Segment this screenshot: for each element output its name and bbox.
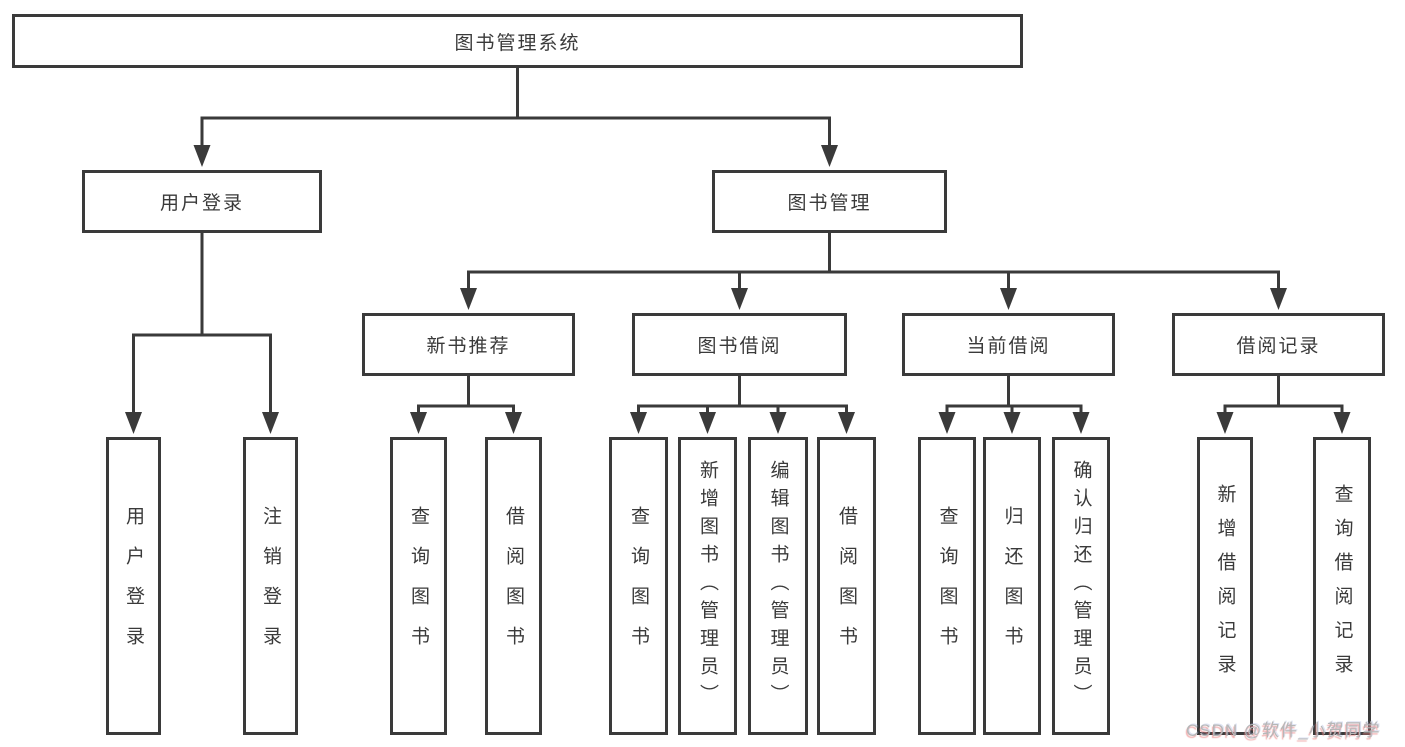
arrow-down-icon — [821, 145, 838, 167]
node-label: 编辑图书（管理员） — [767, 460, 789, 712]
arrow-down-icon — [630, 412, 647, 434]
node-label: 借阅图书 — [503, 506, 524, 666]
arrow-down-icon — [125, 412, 142, 434]
node-label: 新书推荐 — [426, 336, 511, 357]
node-label: 图书管理 — [787, 193, 872, 214]
node-logout: 注销登录 — [243, 437, 298, 735]
arrow-down-icon — [769, 412, 787, 434]
node-label: 查询借阅记录 — [1331, 484, 1353, 688]
arrow-down-icon — [1072, 412, 1090, 434]
node-label: 用户登录 — [159, 193, 244, 214]
node-current: 当前借阅 — [902, 313, 1115, 376]
arrow-down-icon — [262, 412, 279, 434]
node-login: 用户登录 — [82, 170, 322, 233]
arrow-down-icon — [1270, 288, 1287, 310]
node-label: 确认归还（管理员） — [1070, 460, 1092, 712]
node-nb_borrow: 借阅图书 — [485, 437, 542, 735]
node-borrow: 图书借阅 — [632, 313, 847, 376]
node-label: 新增借阅记录 — [1214, 484, 1236, 688]
node-nb_query: 查询图书 — [390, 437, 447, 735]
node-bb_query: 查询图书 — [609, 437, 668, 735]
node-label: 注销登录 — [260, 506, 281, 666]
arrow-down-icon — [193, 145, 211, 167]
node-record: 借阅记录 — [1172, 313, 1385, 376]
node-label: 新增图书（管理员） — [697, 460, 718, 712]
arrow-down-icon — [838, 412, 855, 434]
node-cb_return: 归还图书 — [983, 437, 1041, 735]
node-label: 借阅记录 — [1236, 336, 1321, 357]
arrow-down-icon — [1003, 412, 1021, 434]
arrow-down-icon — [410, 412, 427, 434]
node-bb_add: 新增图书（管理员） — [678, 437, 737, 735]
node-label: 用户登录 — [123, 506, 144, 666]
node-label: 图书借阅 — [697, 336, 782, 357]
watermark: CSDN @软件_小贺同学 — [1186, 721, 1381, 740]
node-mgmt: 图书管理 — [712, 170, 947, 233]
node-br_query: 查询借阅记录 — [1313, 437, 1371, 735]
node-cb_query: 查询图书 — [918, 437, 976, 735]
arrow-down-icon — [699, 412, 716, 434]
node-cb_confirm: 确认归还（管理员） — [1052, 437, 1110, 735]
arrow-down-icon — [460, 288, 477, 310]
arrow-down-icon — [1216, 412, 1234, 434]
node-label: 借阅图书 — [836, 506, 857, 666]
node-label: 当前借阅 — [966, 336, 1051, 357]
arrow-down-icon — [731, 288, 748, 310]
node-label: 查询图书 — [936, 506, 958, 666]
arrow-down-icon — [1333, 412, 1351, 434]
node-label: 归还图书 — [1001, 506, 1023, 666]
node-bb_edit: 编辑图书（管理员） — [748, 437, 808, 735]
arrow-down-icon — [1000, 288, 1017, 310]
node-root: 图书管理系统 — [12, 14, 1023, 68]
node-newbook: 新书推荐 — [362, 313, 575, 376]
node-user_login: 用户登录 — [106, 437, 161, 735]
node-br_add: 新增借阅记录 — [1197, 437, 1253, 735]
node-label: 查询图书 — [408, 506, 429, 666]
arrow-down-icon — [938, 412, 956, 434]
node-label: 图书管理系统 — [454, 32, 581, 54]
arrow-down-icon — [505, 412, 522, 434]
node-bb_borrow: 借阅图书 — [817, 437, 876, 735]
node-label: 查询图书 — [628, 506, 649, 666]
